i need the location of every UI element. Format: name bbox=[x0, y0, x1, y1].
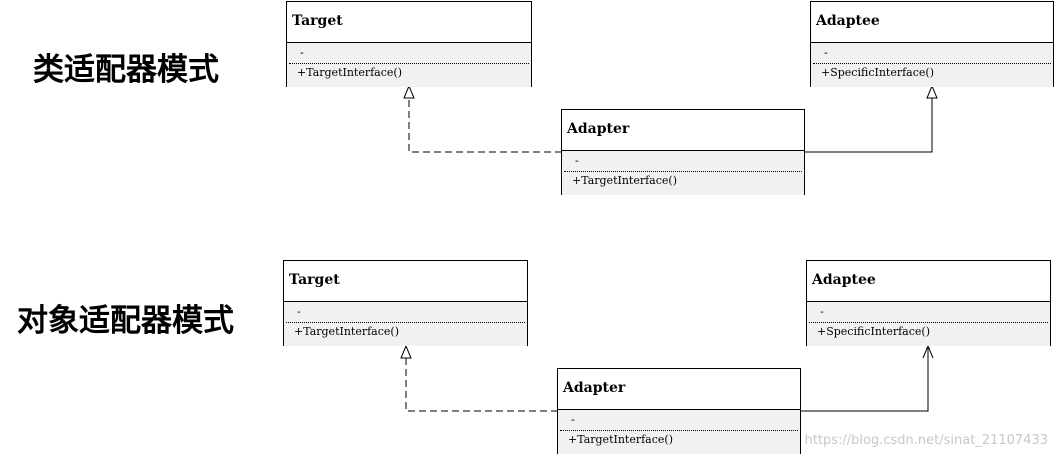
class-body: - +TargetInterface() bbox=[562, 151, 804, 195]
class-body: - +SpecificInterface() bbox=[811, 43, 1053, 87]
compartment-separator bbox=[286, 322, 525, 323]
class-operation: +TargetInterface() bbox=[297, 66, 402, 79]
class-attribute: - bbox=[571, 413, 575, 426]
class-adapter-adapter-class[interactable]: Adapter - +TargetInterface() bbox=[561, 109, 805, 195]
class-name: Adaptee bbox=[807, 261, 1050, 302]
object-adapter-association-arrowhead bbox=[922, 344, 934, 359]
class-attribute: - bbox=[575, 154, 579, 167]
class-name: Target bbox=[284, 261, 527, 302]
class-adapter-target-class[interactable]: Target - +TargetInterface() bbox=[286, 1, 532, 87]
class-operation: +SpecificInterface() bbox=[821, 66, 934, 79]
compartment-separator bbox=[813, 63, 1051, 64]
class-name: Adapter bbox=[558, 369, 800, 410]
class-adapter-adaptee-class[interactable]: Adaptee - +SpecificInterface() bbox=[810, 1, 1054, 87]
class-attribute: - bbox=[820, 305, 824, 318]
class-adapter-title: 类适配器模式 bbox=[33, 52, 219, 88]
object-adapter-association-line bbox=[801, 346, 929, 412]
watermark: https://blog.csdn.net/sinat_21107433 bbox=[804, 433, 1048, 448]
object-adapter-target-class[interactable]: Target - +TargetInterface() bbox=[283, 260, 528, 346]
compartment-separator bbox=[560, 430, 798, 431]
object-adapter-adaptee-class[interactable]: Adaptee - +SpecificInterface() bbox=[806, 260, 1051, 346]
compartment-separator bbox=[564, 171, 802, 172]
class-adapter-realization-arrowhead bbox=[403, 84, 415, 99]
object-adapter-realization-arrowhead bbox=[400, 344, 412, 359]
class-adapter-inheritance-arrowhead bbox=[926, 84, 938, 99]
object-adapter-title: 对象适配器模式 bbox=[17, 303, 234, 339]
class-adapter-realization-line bbox=[408, 98, 562, 153]
compartment-separator bbox=[289, 63, 529, 64]
class-body: - +SpecificInterface() bbox=[807, 302, 1050, 346]
class-operation: +TargetInterface() bbox=[568, 433, 673, 446]
class-attribute: - bbox=[300, 46, 304, 59]
class-body: - +TargetInterface() bbox=[284, 302, 527, 346]
object-adapter-realization-line bbox=[405, 358, 558, 412]
class-operation: +TargetInterface() bbox=[572, 174, 677, 187]
compartment-separator bbox=[809, 322, 1048, 323]
class-name: Target bbox=[287, 2, 531, 43]
class-name: Adapter bbox=[562, 110, 804, 151]
class-body: - +TargetInterface() bbox=[558, 410, 800, 454]
class-name: Adaptee bbox=[811, 2, 1053, 43]
class-attribute: - bbox=[824, 46, 828, 59]
object-adapter-adapter-class[interactable]: Adapter - +TargetInterface() bbox=[557, 368, 801, 454]
class-operation: +SpecificInterface() bbox=[817, 325, 930, 338]
class-operation: +TargetInterface() bbox=[294, 325, 399, 338]
class-adapter-inheritance-line bbox=[805, 98, 933, 153]
class-body: - +TargetInterface() bbox=[287, 43, 531, 87]
class-attribute: - bbox=[297, 305, 301, 318]
